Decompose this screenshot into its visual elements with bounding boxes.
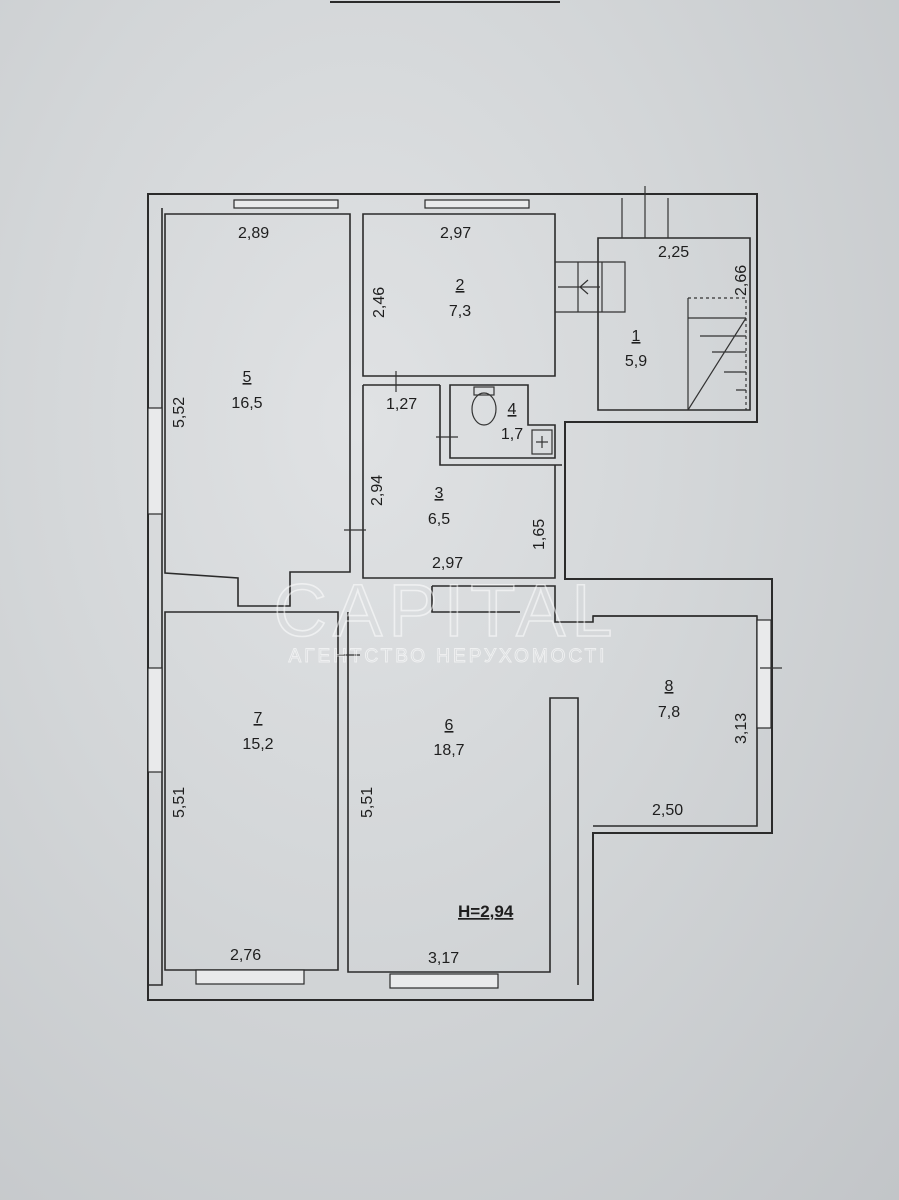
window-room-7 xyxy=(195,969,305,985)
dim-r6-width-bottom: 3,17 xyxy=(428,950,459,967)
dim-r2-width-top: 2,97 xyxy=(440,225,471,242)
dim-r8-width-bottom: 2,50 xyxy=(652,802,683,819)
window-room-5 xyxy=(233,199,339,209)
outer-wall-inner xyxy=(148,208,163,986)
dim-r5-length: 5,52 xyxy=(171,397,188,428)
window-room-8 xyxy=(756,619,772,729)
dim-r3-width-bottom: 2,97 xyxy=(432,555,463,572)
room-5-walls xyxy=(164,213,351,607)
room-1-area: 5,9 xyxy=(625,353,647,370)
room-3-number: 3 xyxy=(435,485,444,502)
room-2-number: 2 xyxy=(456,277,465,294)
room-8-number: 8 xyxy=(665,678,674,695)
room-2-area: 7,3 xyxy=(449,303,471,320)
window-room-7-side xyxy=(147,667,163,773)
outer-wall xyxy=(147,193,773,1001)
dim-r7-width-bottom: 2,76 xyxy=(230,947,261,964)
dim-r7-length: 5,51 xyxy=(171,787,188,818)
sink xyxy=(531,429,553,455)
stairs-room-1-outline xyxy=(688,297,747,410)
window-room-5-side xyxy=(147,407,163,515)
toilet xyxy=(471,392,497,426)
dim-r3-height-left: 2,94 xyxy=(369,475,386,506)
stairs-small xyxy=(555,261,626,313)
room-4-walls xyxy=(449,384,556,459)
dim-r3-height-right: 1,65 xyxy=(531,519,548,550)
dim-r5-width-top: 2,89 xyxy=(238,225,269,242)
watermark-tagline: АГЕНТСТВО НЕРУХОМОСТІ xyxy=(289,646,608,667)
room-1-number: 1 xyxy=(632,328,641,345)
room-6-area: 18,7 xyxy=(433,742,464,759)
room-3-walls xyxy=(362,384,556,579)
room-3-area: 6,5 xyxy=(428,511,450,528)
dim-r1-width: 2,25 xyxy=(658,244,689,261)
dim-r6-length: 5,51 xyxy=(359,787,376,818)
room-6-walls xyxy=(347,612,579,985)
ceiling-height: H=2,94 xyxy=(458,902,514,921)
room-4-outer xyxy=(439,385,562,466)
room-1-walls xyxy=(597,237,751,411)
stairs-room-1 xyxy=(687,298,747,411)
room-8-area: 7,8 xyxy=(658,704,680,721)
dim-r8-height: 3,13 xyxy=(733,713,750,744)
room-2-walls xyxy=(362,213,556,377)
room-7-walls xyxy=(164,611,339,971)
dim-r2-height: 2,46 xyxy=(371,287,388,318)
room-4-area: 1,7 xyxy=(501,426,523,443)
toilet-tank xyxy=(473,386,495,396)
dim-corridor-width: 1,27 xyxy=(386,396,417,413)
dim-r1-height: 2,66 xyxy=(733,265,750,296)
room-6-number: 6 xyxy=(445,717,454,734)
watermark-brand: CAPITAL xyxy=(274,569,619,652)
room-4-number: 4 xyxy=(508,401,517,418)
room-7-number: 7 xyxy=(254,710,263,727)
window-room-6 xyxy=(389,973,499,989)
room-7-area: 15,2 xyxy=(242,736,273,753)
window-room-2 xyxy=(424,199,530,209)
room-5-number: 5 xyxy=(243,369,252,386)
room-5-area: 16,5 xyxy=(231,395,262,412)
